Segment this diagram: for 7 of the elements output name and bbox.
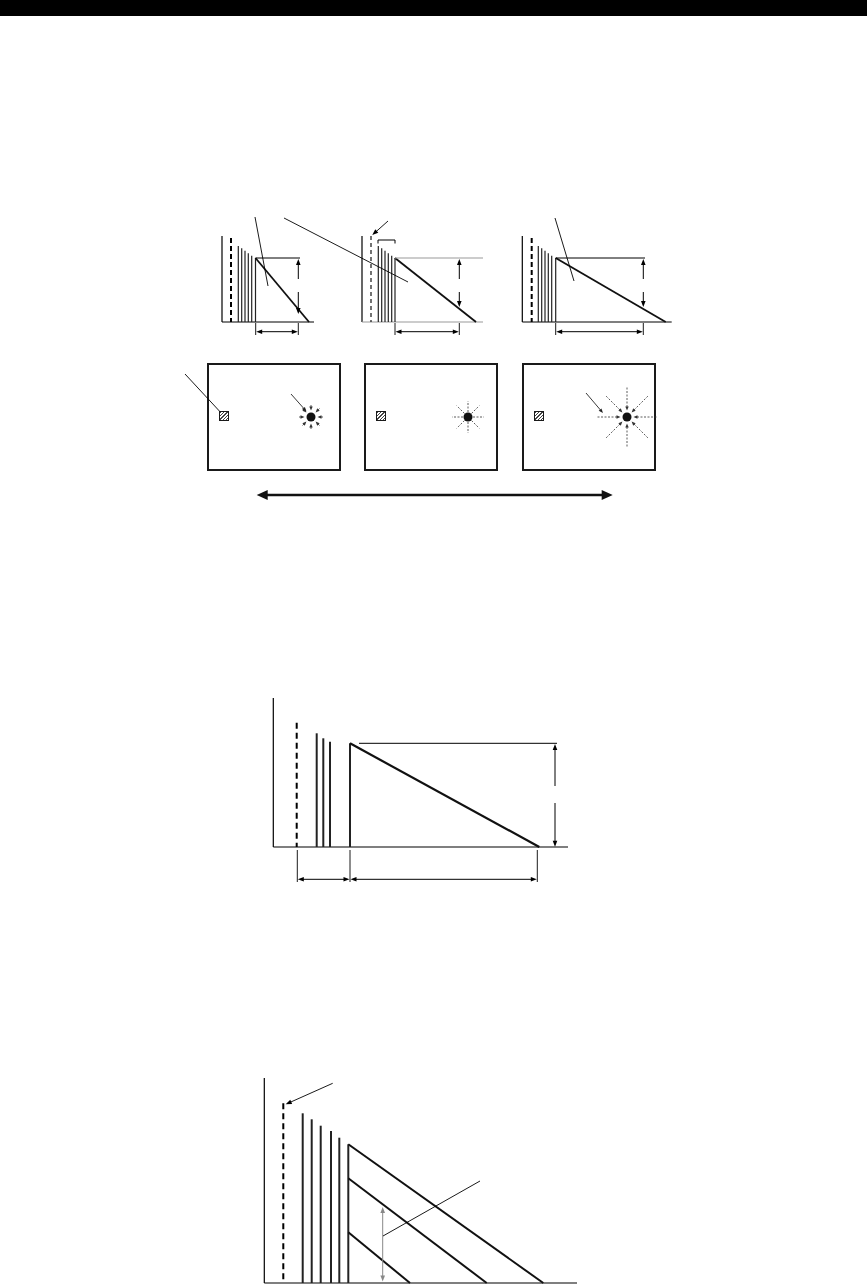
rectangle-frame xyxy=(207,363,341,471)
rectangle-frame xyxy=(364,363,498,471)
leader-line xyxy=(184,373,220,412)
rectangle-frame xyxy=(522,363,656,471)
hatched-square xyxy=(219,411,229,421)
hatched-square xyxy=(534,411,544,421)
hatched-square xyxy=(376,411,386,421)
